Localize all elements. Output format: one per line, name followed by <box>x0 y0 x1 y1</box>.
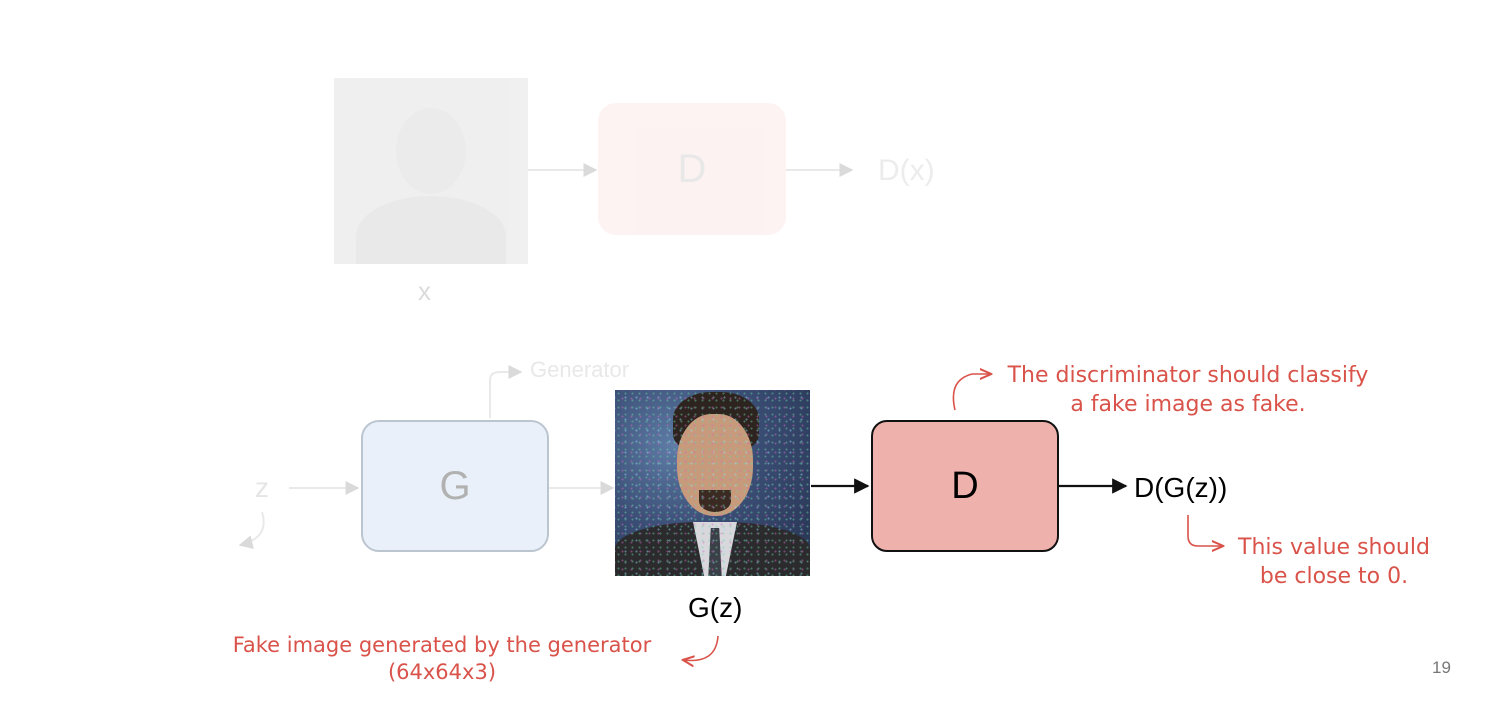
noise-label-z: z <box>255 472 269 503</box>
discriminator-label: D <box>951 464 979 507</box>
discriminator-note-line-2: a fake image as fake. <box>1070 391 1306 417</box>
z-callout-arrow <box>238 511 265 549</box>
output-label-dx: D(x) <box>878 154 935 187</box>
discriminator-note: The discriminator should classify a fake… <box>998 362 1378 419</box>
fake-image-note-arrow <box>684 635 719 661</box>
output-label-dgz: D(G(z)) <box>1134 472 1228 503</box>
value-note: This value should be close to 0. <box>1228 534 1440 591</box>
value-note-arrow <box>1187 515 1222 546</box>
fake-image-label: G(z) <box>688 592 743 623</box>
generator-box: G <box>361 420 549 552</box>
fake-image-note-line-2: (64x64x3) <box>387 660 497 685</box>
generator-callout-arrow <box>489 365 523 418</box>
discriminator-note-arrow <box>952 374 990 411</box>
discriminator-box: D <box>871 420 1059 552</box>
fake-image-note: Fake image generated by the generator (6… <box>210 632 674 687</box>
fake-image-note-line-1: Fake image generated by the generator <box>232 633 652 657</box>
discriminator-note-line-1: The discriminator should classify <box>1007 363 1369 388</box>
input-label-x: x <box>418 276 431 306</box>
fake-image-gz <box>615 390 810 576</box>
real-image-x <box>334 78 528 264</box>
generator-label: G <box>439 463 471 508</box>
page-number: 19 <box>1432 658 1451 677</box>
value-note-line-2: be close to 0. <box>1259 563 1409 589</box>
discriminator-box-top: D <box>598 103 786 235</box>
discriminator-label-top: D <box>677 146 707 191</box>
generator-caption: Generator <box>530 357 630 382</box>
value-note-line-1: This value should <box>1238 535 1430 560</box>
